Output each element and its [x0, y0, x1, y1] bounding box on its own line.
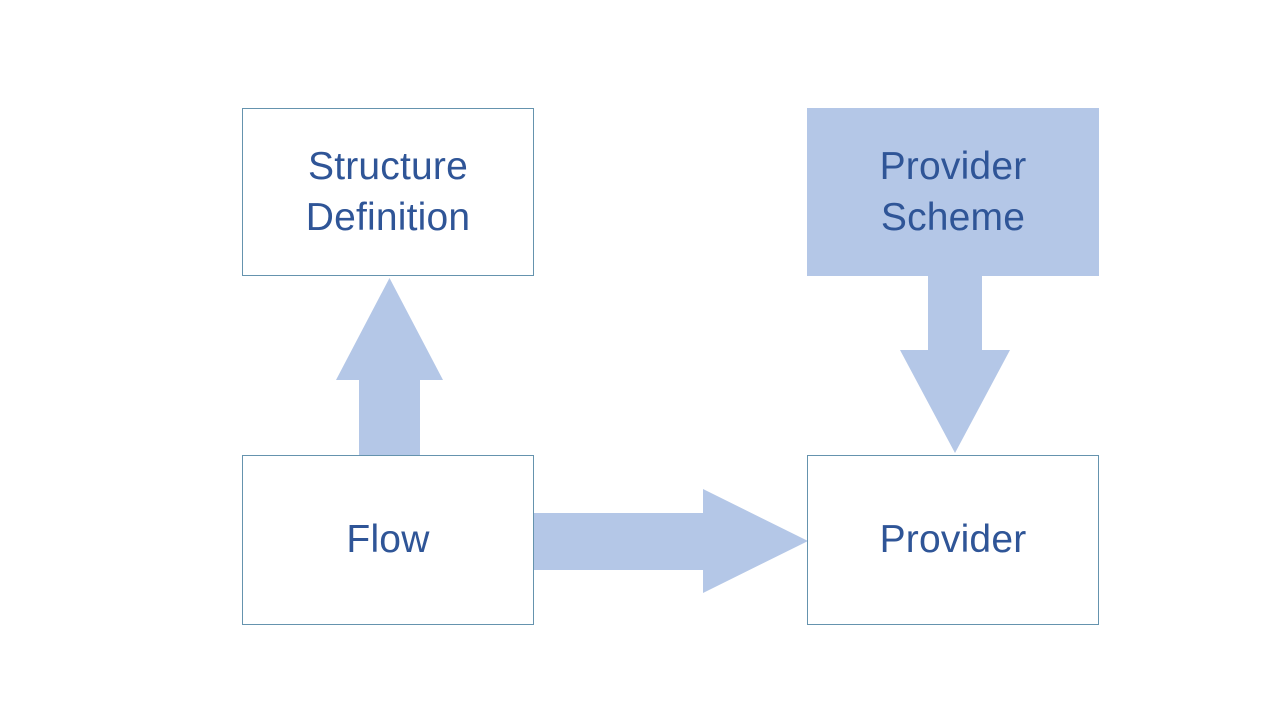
node-flow-label: Flow — [346, 518, 430, 562]
node-structure-definition-line-2: Definition — [305, 196, 471, 239]
arrow-flow-to-structure-definition — [336, 278, 443, 455]
node-provider[interactable]: Provider — [807, 455, 1099, 625]
node-flow[interactable]: Flow — [242, 455, 534, 625]
node-provider-scheme[interactable]: Provider Scheme — [807, 108, 1099, 276]
node-structure-definition-line-1: Structure — [307, 144, 469, 188]
arrow-flow-to-provider — [533, 489, 808, 593]
node-provider-scheme-line-2: Scheme — [880, 196, 1026, 239]
node-provider-label: Provider — [879, 518, 1027, 562]
node-provider-scheme-line-1: Provider — [879, 144, 1027, 188]
arrow-provider-scheme-to-provider — [900, 275, 1010, 453]
node-structure-definition[interactable]: Structure Definition — [242, 108, 534, 276]
